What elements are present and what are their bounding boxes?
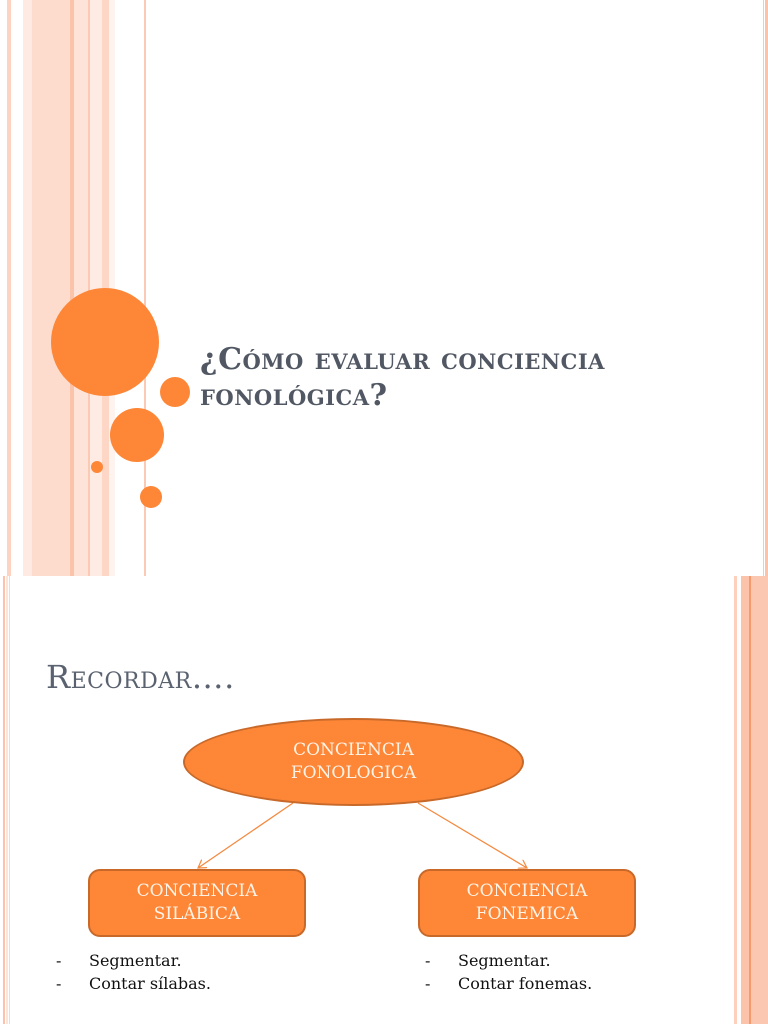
slide-title: Recordar…. xyxy=(46,658,235,696)
bullet-dash: - xyxy=(56,974,62,993)
arrow-to-silabica xyxy=(198,802,294,868)
decor-circle-xsmall xyxy=(140,486,162,508)
list-item-text: Contar fonemas. xyxy=(458,974,593,993)
content-slide: Recordar…. CONCIENCIA FONOLOGICA CONCIEN… xyxy=(0,576,768,1024)
decor-stripe xyxy=(734,576,737,1024)
decor-stripe xyxy=(32,0,70,576)
bullet-dash: - xyxy=(56,951,62,970)
decor-stripe xyxy=(70,0,74,576)
decor-stripe xyxy=(9,576,10,1024)
node-label-line-2: SILÁBICA xyxy=(153,904,241,924)
diagram-connectors xyxy=(0,802,768,1024)
decor-stripe xyxy=(763,0,764,576)
diagram-node-conciencia-fonemica: CONCIENCIA FONEMICA xyxy=(418,869,636,937)
fonemica-task-list: - Segmentar. - Contar fonemas. xyxy=(425,949,592,995)
decor-circle-tiny xyxy=(91,461,103,473)
node-label-line-1: CONCIENCIA xyxy=(136,881,258,901)
bullet-dash: - xyxy=(425,974,431,993)
diagram-node-conciencia-silabica: CONCIENCIA SILÁBICA xyxy=(88,869,306,937)
node-label-line-2: FONEMICA xyxy=(475,904,579,924)
list-item: - Contar fonemas. xyxy=(425,972,592,995)
decor-stripe xyxy=(3,576,5,1024)
node-label-line-1: CONCIENCIA xyxy=(466,881,588,901)
node-label-line-2: FONOLOGICA xyxy=(290,763,417,783)
decor-stripe xyxy=(7,0,11,576)
arrow-to-fonemica xyxy=(417,802,527,868)
decor-circle-small xyxy=(160,377,190,407)
list-item-text: Segmentar. xyxy=(89,951,182,970)
silabica-task-list: - Segmentar. - Contar sílabas. xyxy=(56,949,211,995)
diagram-node-conciencia-fonologica: CONCIENCIA FONOLOGICA xyxy=(183,718,524,806)
decor-stripe xyxy=(88,0,90,576)
list-item-text: Segmentar. xyxy=(458,951,551,970)
decor-circle-large xyxy=(51,288,159,396)
decor-stripe xyxy=(74,0,88,576)
slide-title-line-1: ¿Cómo evaluar conciencia xyxy=(200,342,605,377)
slide-title-line-2: fonológica? xyxy=(200,378,388,413)
decor-circle-medium xyxy=(110,408,164,462)
decor-stripe xyxy=(765,0,768,576)
slide-title: ¿Cómo evaluar conciencia fonológica? xyxy=(200,342,720,414)
bullet-dash: - xyxy=(425,951,431,970)
decor-stripe xyxy=(144,0,146,576)
list-item: - Contar sílabas. xyxy=(56,972,211,995)
decor-stripe xyxy=(6,576,8,1024)
list-item: - Segmentar. xyxy=(56,949,211,972)
decor-stripe xyxy=(751,576,768,1024)
node-label-line-1: CONCIENCIA xyxy=(293,740,414,760)
list-item: - Segmentar. xyxy=(425,949,592,972)
decor-stripe xyxy=(23,0,32,576)
decor-stripe xyxy=(741,576,749,1024)
title-slide: ¿Cómo evaluar conciencia fonológica? xyxy=(7,0,768,576)
decor-stripe xyxy=(749,576,751,1024)
list-item-text: Contar sílabas. xyxy=(89,974,211,993)
